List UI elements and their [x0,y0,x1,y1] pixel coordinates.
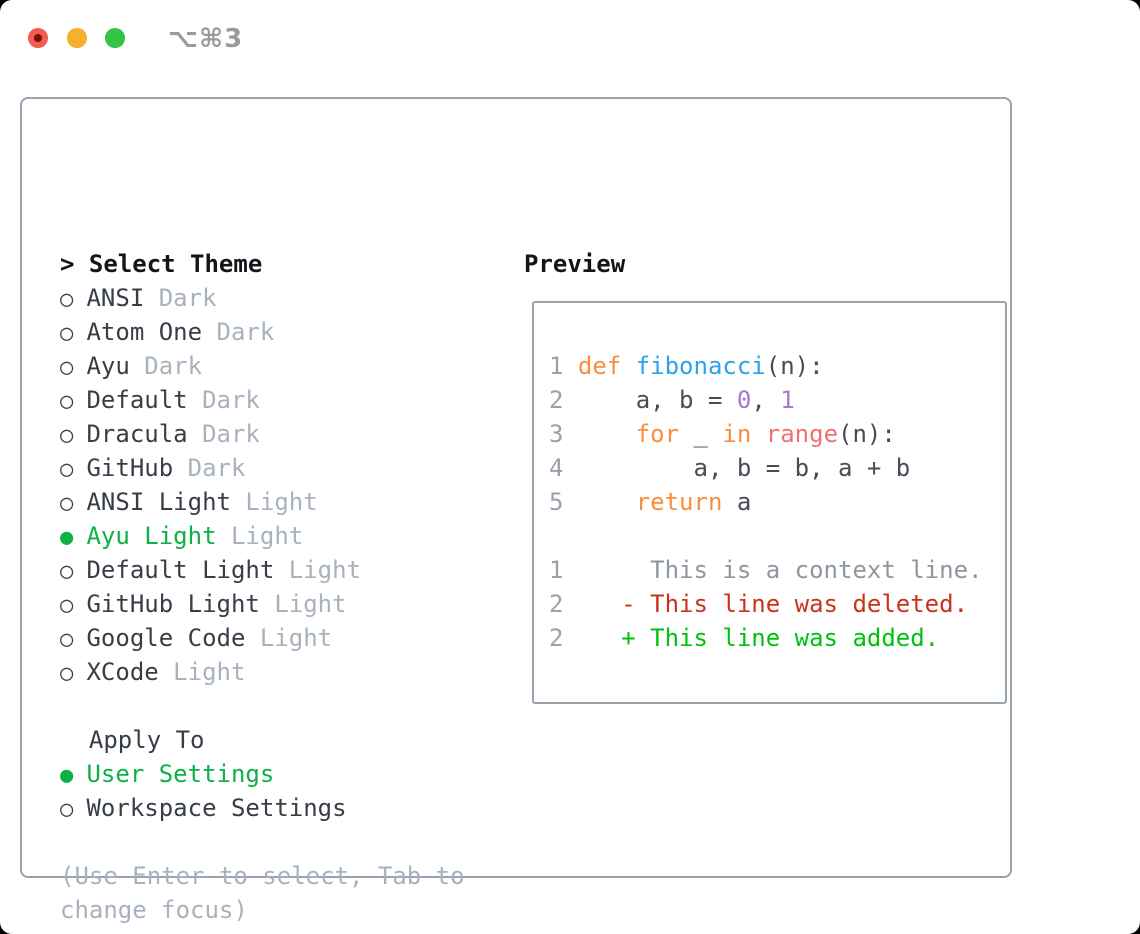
zoom-button[interactable] [105,28,125,48]
window-tab-title: ⌥⌘3 [168,24,244,54]
theme-option-github-light[interactable]: ○ GitHub Light Light [60,587,500,621]
theme-variant-label: Light [230,522,304,550]
spacer [60,689,500,723]
radio-unselected-icon: ○ [60,287,74,312]
keyboard-hint-text: (Use Enter to select, Tab to change focu… [60,862,465,924]
apply-to-header-label: Apply To [88,726,205,754]
cursor-icon: > [60,250,75,278]
theme-option-label: Ayu [86,352,130,380]
radio-unselected-icon: ○ [60,627,74,652]
unsaved-indicator-dot [34,34,42,42]
code-line: 2 + This line was added. [549,624,940,652]
apply-option-label: Workspace Settings [86,794,347,822]
theme-variant-label: Light [259,624,333,652]
radio-unselected-icon: ○ [60,321,74,346]
radio-unselected-icon: ○ [60,389,74,414]
apply-to-list: ● User Settings ○ Workspace Settings [60,757,500,825]
select-theme-header: > Select Theme [60,247,500,281]
theme-option-label: Google Code [86,624,246,652]
preview-code: 1 def fibonacci(n): 2 a, b = 0, 1 3 for _ … [549,349,1005,655]
theme-option-label: Default [86,386,188,414]
theme-option-label: Default Light [86,556,275,584]
theme-option-label: Atom One [86,318,203,346]
radio-unselected-icon: ○ [60,423,74,448]
radio-unselected-icon: ○ [60,661,74,686]
theme-option-label: Ayu Light [86,522,217,550]
apply-to-header: Apply To [60,723,500,757]
theme-option-ayu[interactable]: ○ Ayu Dark [60,349,500,383]
theme-option-ansi-light[interactable]: ○ ANSI Light Light [60,485,500,519]
theme-option-label: XCode [86,658,159,686]
theme-variant-label: Light [173,658,246,686]
radio-selected-icon: ● [60,763,74,788]
code-line: 3 for _ in range(n): [549,420,896,448]
theme-option-label: ANSI Light [86,488,231,516]
select-theme-header-label: Select Theme [88,250,263,278]
theme-variant-label: Dark [216,318,275,346]
theme-option-label: GitHub [86,454,174,482]
code-line: 5 return a [549,488,752,516]
apply-option-workspace-settings[interactable]: ○ Workspace Settings [60,791,500,825]
theme-option-dracula[interactable]: ○ Dracula Dark [60,417,500,451]
radio-unselected-icon: ○ [60,797,74,822]
spacer [60,825,500,859]
window-titlebar: ⌥⌘3 [0,0,1140,97]
theme-option-ansi[interactable]: ○ ANSI Dark [60,281,500,315]
theme-option-label: GitHub Light [86,590,260,618]
theme-variant-label: Dark [187,454,246,482]
theme-option-xcode[interactable]: ○ XCode Light [60,655,500,689]
theme-option-label: Dracula [86,420,188,448]
theme-option-github[interactable]: ○ GitHub Dark [60,451,500,485]
theme-variant-label: Dark [144,352,203,380]
code-line: 1 This is a context line. [549,556,983,584]
radio-unselected-icon: ○ [60,457,74,482]
code-line: 2 - This line was deleted. [549,590,969,618]
theme-option-default-light[interactable]: ○ Default Light Light [60,553,500,587]
preview-title: Preview [524,250,626,278]
preview-box: 1 def fibonacci(n): 2 a, b = 0, 1 3 for _ … [532,301,1007,704]
close-button[interactable] [28,28,48,48]
theme-option-google-code[interactable]: ○ Google Code Light [60,621,500,655]
radio-unselected-icon: ○ [60,355,74,380]
code-line: 2 a, b = 0, 1 [549,386,795,414]
theme-variant-label: Dark [202,420,260,448]
theme-option-ayu-light[interactable]: ● Ayu Light Light [60,519,500,553]
radio-unselected-icon: ○ [60,593,74,618]
code-line: 4 a, b = b, a + b [549,454,911,482]
radio-unselected-icon: ○ [60,559,74,584]
theme-variant-label: Dark [158,284,217,312]
radio-selected-icon: ● [60,525,74,550]
code-line [549,519,1005,553]
code-line: 1 def fibonacci(n): [549,352,824,380]
radio-unselected-icon: ○ [60,491,74,516]
theme-option-label: ANSI [86,284,145,312]
theme-option-default[interactable]: ○ Default Dark [60,383,500,417]
theme-variant-label: Light [245,488,318,516]
minimize-button[interactable] [67,28,87,48]
theme-option-atom-one[interactable]: ○ Atom One Dark [60,315,500,349]
theme-variant-label: Light [274,590,347,618]
theme-variant-label: Light [288,556,362,584]
apply-option-label: User Settings [86,760,275,788]
theme-variant-label: Dark [202,386,260,414]
apply-option-user-settings[interactable]: ● User Settings [60,757,500,791]
